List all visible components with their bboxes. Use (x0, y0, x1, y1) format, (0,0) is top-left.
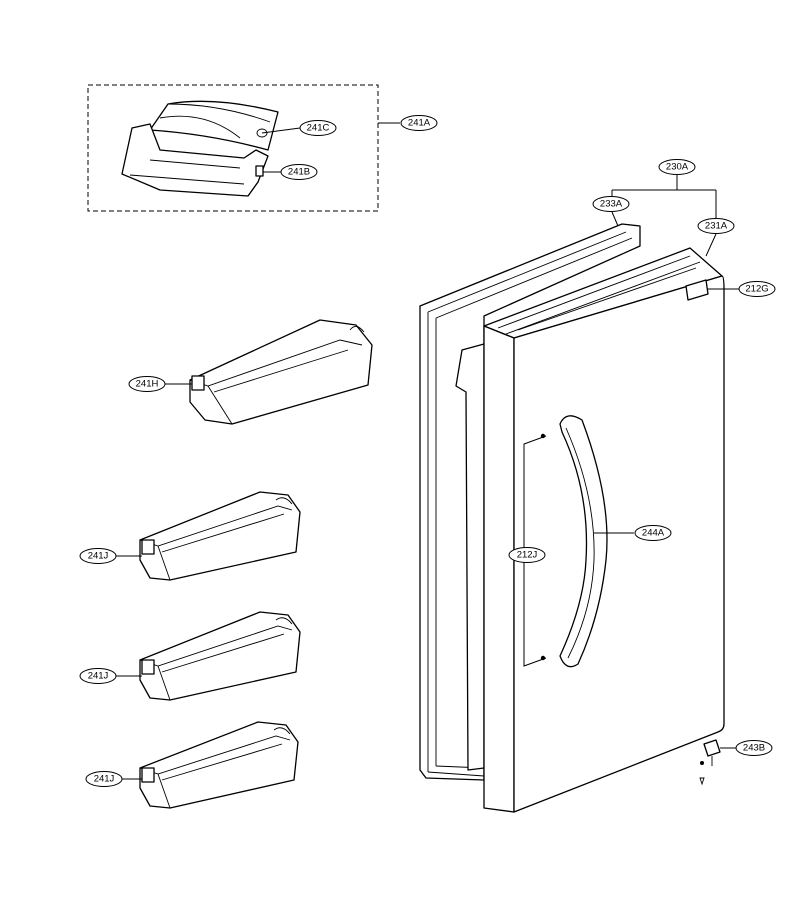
callout-241J-1: 241J (79, 548, 117, 564)
callout-241A: 241A (400, 115, 438, 131)
svg-text:241A: 241A (408, 118, 431, 129)
door-bin-241J-2 (116, 611, 301, 701)
callout-241B: 241B (280, 164, 318, 180)
svg-text:241H: 241H (136, 379, 159, 390)
door-bin-241J-3 (122, 721, 299, 809)
callout-241J-2: 241J (79, 668, 117, 684)
svg-text:243B: 243B (743, 743, 765, 754)
callout-241C: 241C (299, 120, 337, 136)
svg-text:212J: 212J (517, 550, 538, 561)
callout-243B: 243B (735, 740, 773, 756)
dairy-bin-assembly (87, 84, 400, 212)
door-bin-241H (165, 319, 373, 425)
group-leaders (611, 175, 717, 257)
svg-text:230A: 230A (666, 162, 689, 173)
svg-text:241J: 241J (88, 551, 109, 562)
dairy-bin-tray (121, 123, 269, 197)
svg-text:241J: 241J (94, 774, 115, 785)
callout-233A: 233A (592, 196, 630, 212)
svg-text:233A: 233A (600, 199, 623, 210)
dairy-bin-cover (149, 100, 279, 151)
callout-241H: 241H (128, 376, 166, 392)
freezer-door (455, 247, 740, 813)
callout-212J: 212J (508, 547, 546, 563)
svg-text:231A: 231A (705, 221, 728, 232)
callout-230A: 230A (658, 159, 696, 175)
svg-text:241J: 241J (88, 671, 109, 682)
callout-231A: 231A (697, 218, 735, 234)
svg-text:212G: 212G (745, 284, 768, 295)
door-bin-241J-1 (116, 491, 301, 581)
svg-text:244A: 244A (642, 528, 665, 539)
svg-text:241C: 241C (307, 123, 330, 134)
callout-241J-3: 241J (85, 771, 123, 787)
assembly-group-box (87, 84, 379, 212)
callout-212G: 212G (738, 281, 776, 297)
callout-244A: 244A (634, 525, 672, 541)
svg-text:241B: 241B (288, 167, 310, 178)
